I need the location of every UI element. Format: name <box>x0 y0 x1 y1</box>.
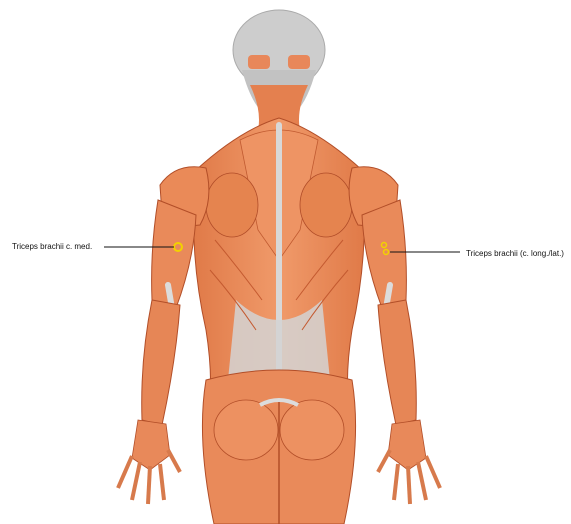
label-triceps-long-lateral: Triceps brachii (c. long./lat.) <box>466 249 564 258</box>
left-hand <box>118 420 180 504</box>
hips-and-legs <box>202 370 355 524</box>
left-upper-arm <box>152 200 196 308</box>
label-triceps-medial: Triceps brachii c. med. <box>12 242 92 251</box>
left-forearm <box>142 300 180 425</box>
right-forearm <box>378 300 416 425</box>
right-hand <box>378 420 440 504</box>
